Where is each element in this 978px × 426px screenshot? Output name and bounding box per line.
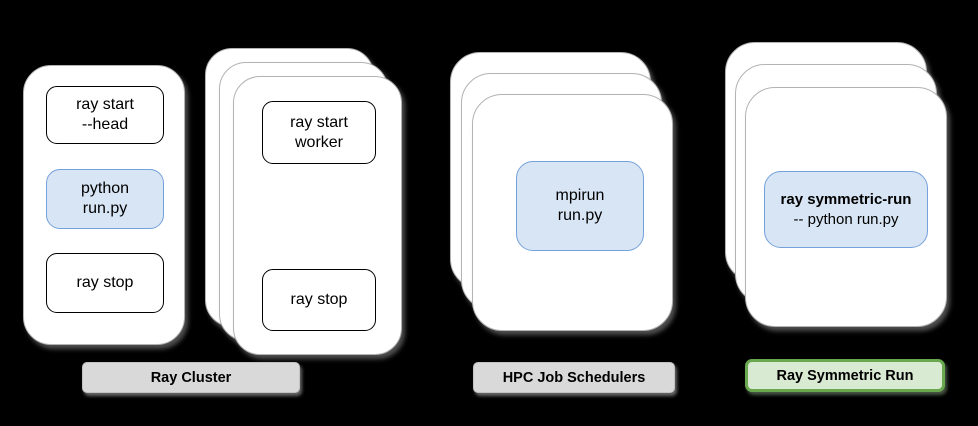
label-hpc-job-schedulers: HPC Job Schedulers <box>473 362 675 393</box>
symmetric-run-arguments: -- python run.py <box>793 210 899 228</box>
symmetric-card-front: ray symmetric-run -- python run.py <box>745 87 947 327</box>
command-box-ray-stop: ray stop <box>262 269 376 331</box>
command-box-mpirun: mpirun run.py <box>516 161 644 251</box>
label-ray-symmetric-run: Ray Symmetric Run <box>745 359 945 392</box>
hpc-card-front: mpirun run.py <box>472 94 673 331</box>
command-box-python-run: python run.py <box>46 169 164 229</box>
command-box-ray-stop: ray stop <box>46 253 164 313</box>
worker-card-front: ray start worker ray stop <box>233 76 402 355</box>
symmetric-run-command: ray symmetric-run <box>780 191 912 208</box>
command-box-ray-symmetric-run: ray symmetric-run -- python run.py <box>764 171 928 248</box>
label-ray-cluster: Ray Cluster <box>82 362 300 393</box>
head-node-card: ray start --head python run.py ray stop <box>23 65 185 345</box>
command-box-ray-start-head: ray start --head <box>46 86 164 144</box>
command-box-ray-start-worker: ray start worker <box>262 101 376 164</box>
